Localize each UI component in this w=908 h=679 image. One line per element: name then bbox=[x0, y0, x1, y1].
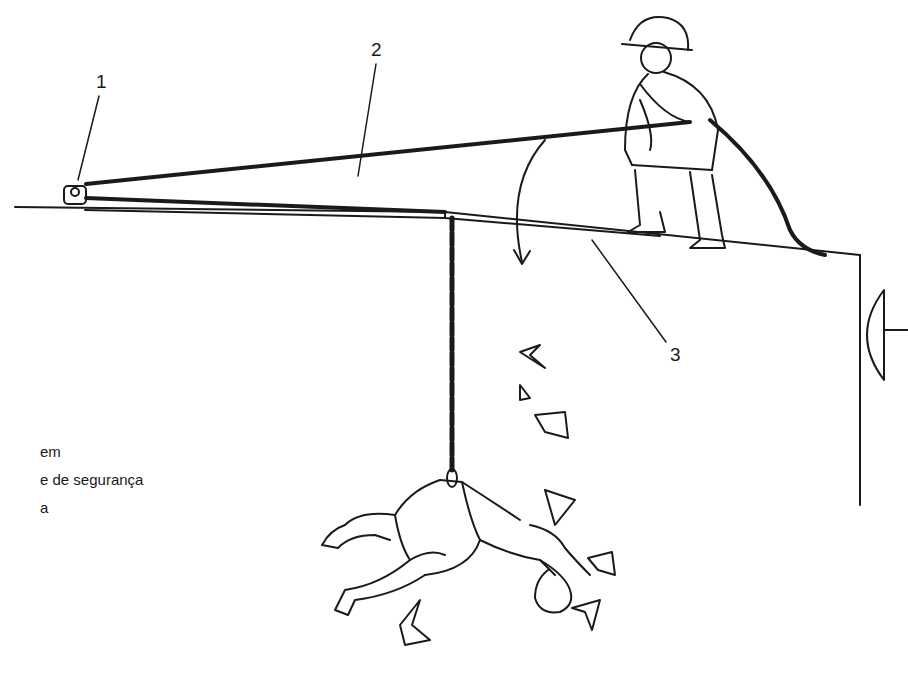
callout-number: 2 bbox=[371, 40, 382, 61]
callout-number: 3 bbox=[670, 345, 681, 366]
lanyard-hook bbox=[447, 469, 457, 487]
legend-fragment: a bbox=[40, 500, 48, 517]
legend-fragment: em bbox=[40, 444, 61, 461]
legend-fragment: e de segurança bbox=[40, 472, 143, 489]
fallen-worker bbox=[322, 480, 590, 615]
lifeline bbox=[86, 122, 690, 184]
lanyard-roof bbox=[86, 198, 445, 212]
standing-worker bbox=[622, 17, 825, 255]
anchor-point bbox=[64, 186, 86, 204]
anchor-ring bbox=[71, 188, 79, 196]
leader-line bbox=[592, 240, 666, 342]
falling-debris bbox=[400, 345, 615, 645]
wall-lamp-arm bbox=[884, 329, 908, 331]
building-wall bbox=[859, 255, 861, 505]
lanyard-hanging bbox=[450, 218, 455, 470]
leader-line bbox=[358, 64, 376, 176]
fall-path-arrow bbox=[517, 140, 545, 262]
callout-number: 1 bbox=[96, 72, 107, 93]
wall-lamp bbox=[867, 290, 884, 380]
fall-path-arrowhead bbox=[514, 250, 530, 264]
leader-line bbox=[78, 96, 99, 180]
roof-surface bbox=[15, 207, 860, 255]
